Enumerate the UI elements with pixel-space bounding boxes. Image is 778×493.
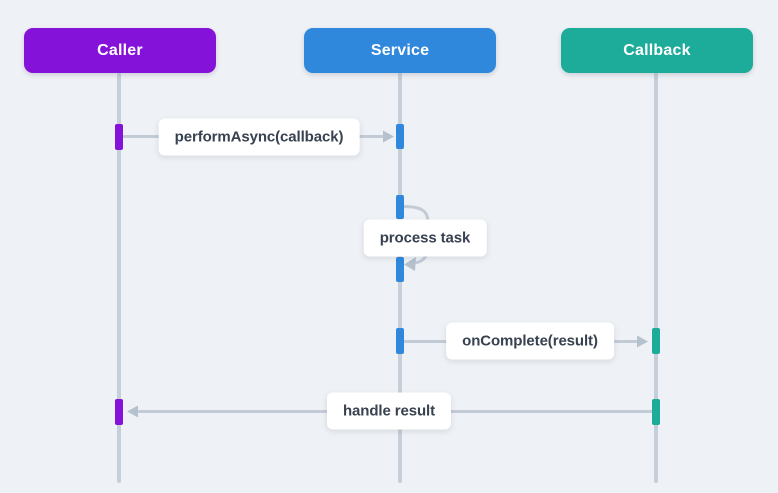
message-label-performasync: performAsync(callback) xyxy=(158,118,360,156)
arrowhead-process-task xyxy=(404,257,416,271)
activation-bar-callback-4 xyxy=(652,399,660,425)
arrowhead-performasync xyxy=(383,130,394,143)
activation-bar-service-1 xyxy=(396,124,404,149)
message-label-oncomplete: onComplete(result) xyxy=(446,322,614,360)
activation-bar-service-3 xyxy=(396,328,404,354)
message-label-process-task: process task xyxy=(363,219,487,257)
lifeline-caller xyxy=(117,73,121,483)
actor-service: Service xyxy=(304,28,496,73)
arrowhead-oncomplete xyxy=(637,335,648,348)
activation-bar-caller-4 xyxy=(115,399,123,425)
activation-bar-service-2a xyxy=(396,195,404,219)
activation-bar-service-2b xyxy=(396,257,404,282)
actor-callback: Callback xyxy=(561,28,753,73)
message-label-handle-result: handle result xyxy=(326,392,452,430)
arrowhead-handle-result xyxy=(127,405,138,418)
actor-caller: Caller xyxy=(24,28,216,73)
lifeline-callback xyxy=(654,73,658,483)
activation-bar-caller-1 xyxy=(115,124,123,150)
activation-bar-callback-3 xyxy=(652,328,660,354)
